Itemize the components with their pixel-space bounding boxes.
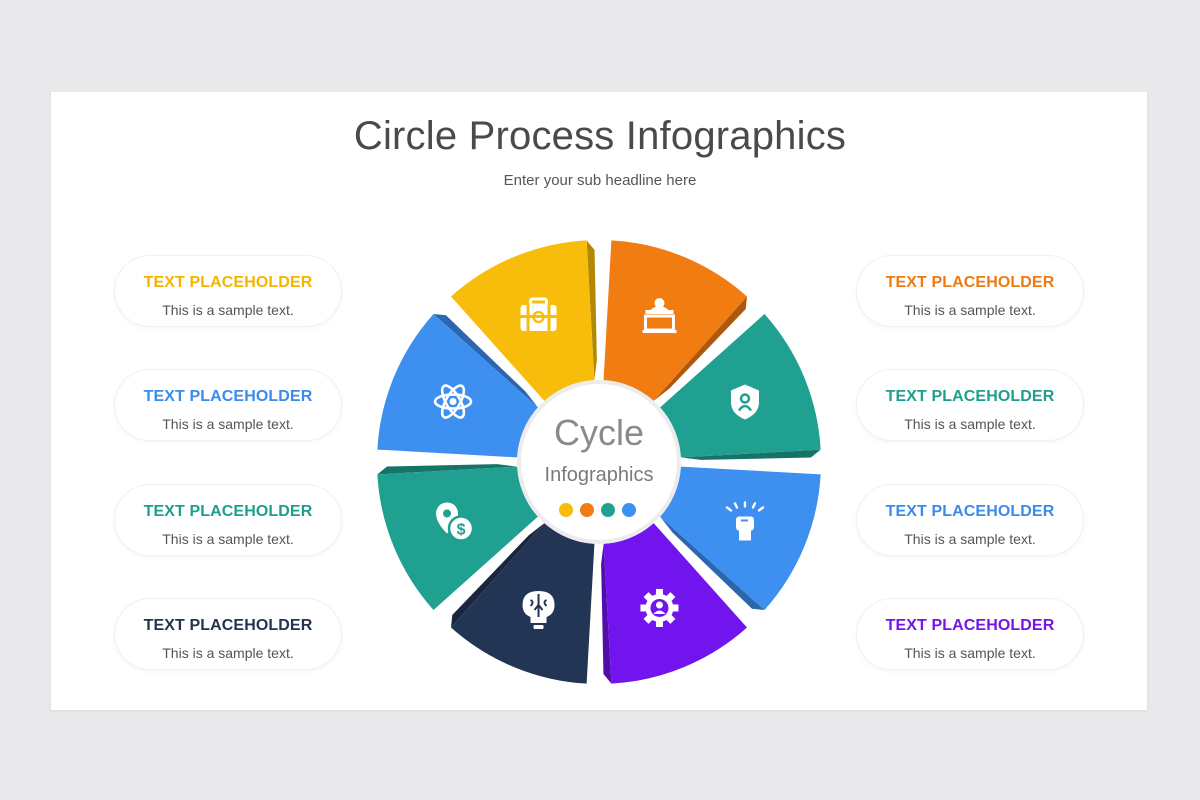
card-title: TEXT PLACEHOLDER bbox=[885, 503, 1055, 520]
card-title: TEXT PLACEHOLDER bbox=[885, 617, 1055, 634]
center-dot bbox=[580, 503, 594, 517]
atom-icon bbox=[433, 384, 473, 419]
location-dollar-icon: $ bbox=[436, 502, 475, 542]
left-card-4: TEXT PLACEHOLDER This is a sample text. bbox=[115, 599, 341, 669]
wheel-icons: $ bbox=[433, 297, 765, 629]
center-dot bbox=[622, 503, 636, 517]
wheel-segment bbox=[603, 240, 747, 401]
right-card-2: TEXT PLACEHOLDER This is a sample text. bbox=[857, 370, 1083, 440]
right-card-3: TEXT PLACEHOLDER This is a sample text. bbox=[857, 485, 1083, 555]
segment-fold bbox=[586, 240, 597, 381]
brain-bulb-icon bbox=[522, 590, 555, 629]
card-title: TEXT PLACEHOLDER bbox=[885, 274, 1055, 291]
card-title: TEXT PLACEHOLDER bbox=[143, 617, 313, 634]
left-card-3: TEXT PLACEHOLDER This is a sample text. bbox=[115, 485, 341, 555]
wheel-segment bbox=[660, 314, 821, 458]
card-text: This is a sample text. bbox=[162, 645, 294, 661]
presenter-icon bbox=[642, 298, 677, 334]
card-text: This is a sample text. bbox=[904, 302, 1036, 318]
card-title: TEXT PLACEHOLDER bbox=[143, 388, 313, 405]
center-dot bbox=[601, 503, 615, 517]
segment-fold bbox=[680, 449, 821, 460]
left-card-2: TEXT PLACEHOLDER This is a sample text. bbox=[115, 370, 341, 440]
left-card-1: TEXT PLACEHOLDER This is a sample text. bbox=[115, 256, 341, 326]
segment-fold bbox=[433, 314, 538, 408]
page-subtitle: Enter your sub headline here bbox=[503, 172, 697, 189]
center-dot bbox=[559, 503, 573, 517]
svg-text:$: $ bbox=[457, 521, 466, 538]
card-text: This is a sample text. bbox=[162, 531, 294, 547]
segment-fold bbox=[601, 543, 612, 684]
center-dots bbox=[559, 503, 636, 517]
center-hub bbox=[517, 380, 681, 544]
page-title: Circle Process Infographics bbox=[353, 114, 847, 158]
shield-user-icon bbox=[730, 384, 759, 420]
wheel-segment bbox=[603, 523, 747, 684]
card-text: This is a sample text. bbox=[162, 416, 294, 432]
card-title: TEXT PLACEHOLDER bbox=[143, 274, 313, 291]
card-title: TEXT PLACEHOLDER bbox=[143, 503, 313, 520]
raised-fist-icon bbox=[725, 501, 765, 541]
segment-fold bbox=[660, 516, 765, 610]
card-title: TEXT PLACEHOLDER bbox=[885, 388, 1055, 405]
right-card-1: TEXT PLACEHOLDER This is a sample text. bbox=[857, 256, 1083, 326]
segment-fold bbox=[377, 464, 518, 475]
card-text: This is a sample text. bbox=[162, 302, 294, 318]
card-text: This is a sample text. bbox=[904, 416, 1036, 432]
right-card-4: TEXT PLACEHOLDER This is a sample text. bbox=[857, 599, 1083, 669]
center-title: Cycle bbox=[553, 412, 645, 453]
card-text: This is a sample text. bbox=[904, 645, 1036, 661]
briefcase-icon bbox=[520, 297, 557, 332]
segment-fold bbox=[451, 523, 545, 628]
center-subtitle: Infographics bbox=[544, 464, 654, 486]
card-text: This is a sample text. bbox=[904, 531, 1036, 547]
gear-user-icon bbox=[640, 588, 679, 627]
